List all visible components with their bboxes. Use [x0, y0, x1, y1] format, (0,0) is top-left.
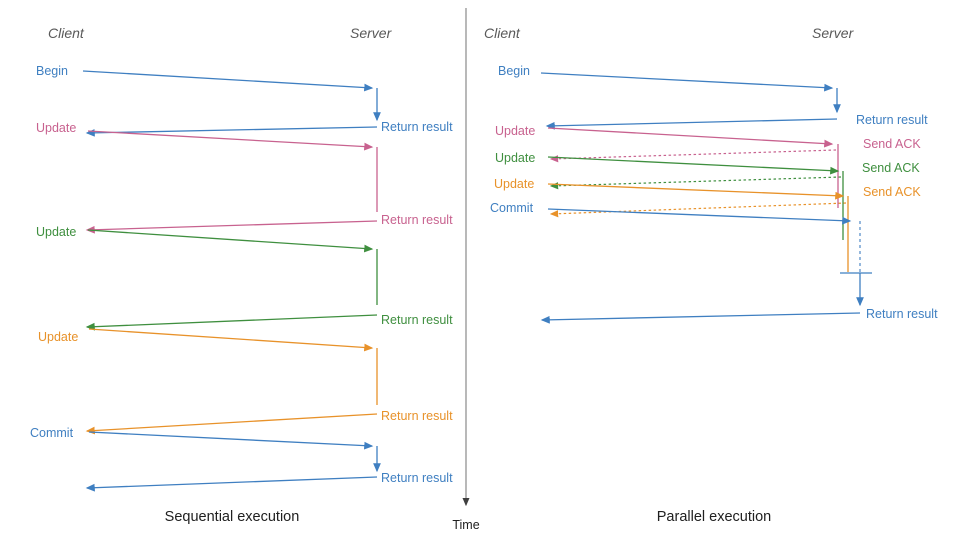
message-label-update-parallel-3: Update: [494, 177, 534, 191]
message-label-begin: Begin: [36, 64, 68, 78]
message-group-update-parallel-1: Update Send ACK: [495, 124, 921, 208]
lifeline-header-server-parallel: Server: [812, 25, 855, 41]
message-label-update-3: Update: [38, 330, 78, 344]
reply-label-return-result-3: Return result: [381, 313, 453, 327]
message-group-begin: Begin Return result: [36, 64, 453, 137]
reply-label-return-result-1: Return result: [381, 120, 453, 134]
panel-sequential: Client Server Begin Return result Update…: [30, 25, 453, 525]
message-group-commit: Commit Return result: [30, 426, 453, 492]
panel-caption-parallel: Parallel execution: [657, 509, 771, 525]
message-label-begin-parallel: Begin: [498, 64, 530, 78]
message-group-update-3: Update Return result: [38, 328, 453, 435]
message-group-update-parallel-2: Update Send ACK: [495, 151, 920, 240]
reply-label-return-result-5: Return result: [381, 471, 453, 485]
lifeline-header-client-parallel: Client: [484, 25, 521, 41]
message-group-commit-parallel: Commit Return result: [490, 201, 938, 324]
lifeline-header-client: Client: [48, 25, 85, 41]
reply-label-return-result-4: Return result: [381, 409, 453, 423]
reply-label-return-result-parallel-2: Return result: [866, 307, 938, 321]
reply-label-send-ack-1: Send ACK: [863, 137, 921, 151]
time-axis-label: Time: [452, 518, 479, 532]
message-label-update-parallel-1: Update: [495, 124, 535, 138]
message-group-begin-parallel: Begin Return result: [498, 64, 928, 130]
message-group-update-parallel-3: Update Send ACK: [494, 177, 921, 272]
reply-label-send-ack-3: Send ACK: [863, 185, 921, 199]
message-label-update-parallel-2: Update: [495, 151, 535, 165]
panel-parallel: Client Server Begin Return result Update…: [484, 25, 938, 525]
message-label-update-2: Update: [36, 225, 76, 239]
reply-label-send-ack-2: Send ACK: [862, 161, 920, 175]
reply-label-return-result-parallel-1: Return result: [856, 113, 928, 127]
panel-caption-sequential: Sequential execution: [165, 509, 300, 525]
message-group-update-1: Update Return result: [36, 121, 453, 234]
time-axis: Time: [452, 8, 480, 532]
reply-label-return-result-2: Return result: [381, 213, 453, 227]
message-label-commit-parallel: Commit: [490, 201, 534, 215]
message-label-update-1: Update: [36, 121, 76, 135]
message-group-update-2: Update Return result: [36, 225, 453, 331]
message-label-commit: Commit: [30, 426, 74, 440]
lifeline-header-server: Server: [350, 25, 393, 41]
